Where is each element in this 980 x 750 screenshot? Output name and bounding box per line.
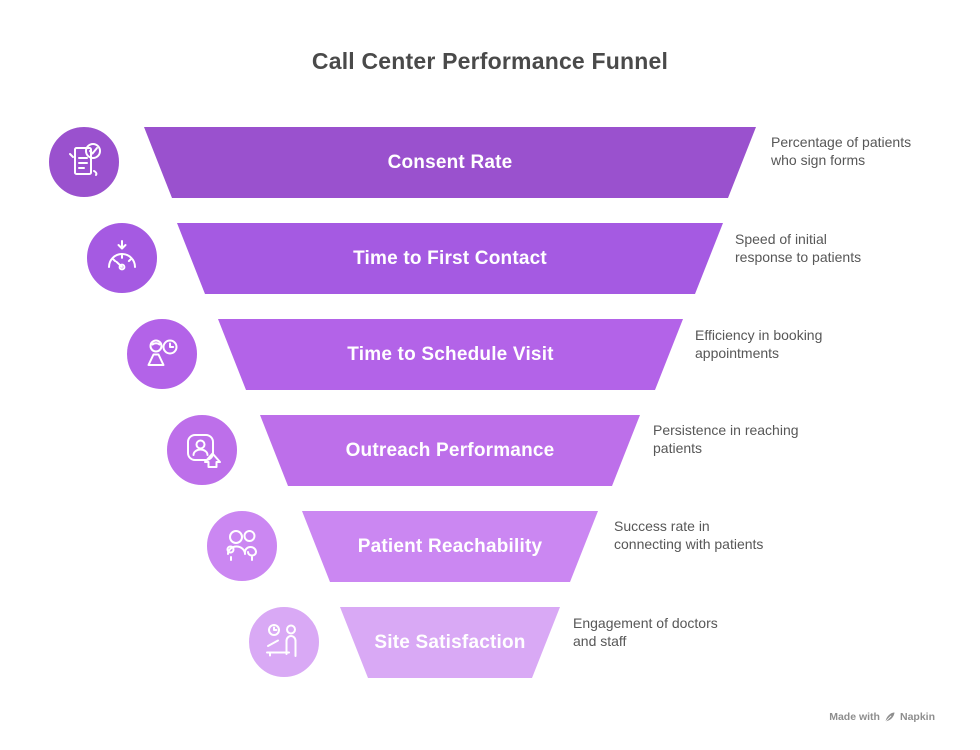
funnel-stage-time-to-schedule-visit: Time to Schedule Visit bbox=[218, 319, 683, 390]
made-with-text: Made with bbox=[829, 711, 880, 723]
stage-label: Site Satisfaction bbox=[374, 631, 526, 653]
funnel-stage-consent-rate: Consent Rate bbox=[144, 127, 756, 198]
funnel-stage-site-satisfaction: Site Satisfaction bbox=[340, 607, 560, 678]
stage-description: Percentage of patients who sign forms bbox=[771, 134, 912, 168]
stage-description: Success rate in connecting with patients bbox=[614, 518, 764, 552]
made-with-napkin-watermark: Made with Napkin bbox=[829, 711, 935, 723]
person-clock-icon bbox=[125, 317, 199, 391]
brand-text: Napkin bbox=[899, 711, 935, 723]
page-title: Call Center Performance Funnel bbox=[311, 48, 669, 74]
funnel-stage-time-to-first-contact: Time to First Contact bbox=[177, 223, 723, 294]
stage-label: Consent Rate bbox=[387, 151, 513, 173]
stage-description: Efficiency in booking appointments bbox=[695, 327, 823, 361]
people-icon bbox=[205, 509, 279, 583]
stage-description: Persistence in reaching patients bbox=[653, 422, 799, 456]
stage-description: Engagement of doctors and staff bbox=[573, 615, 718, 649]
contact-card-arrow-icon bbox=[165, 413, 239, 487]
speedometer-icon bbox=[85, 221, 159, 295]
stage-label: Time to Schedule Visit bbox=[347, 343, 554, 365]
funnel-stage-patient-reachability: Patient Reachability bbox=[302, 511, 598, 582]
office-person-icon bbox=[247, 605, 321, 679]
napkin-quill-icon bbox=[885, 712, 895, 722]
stage-description: Speed of initial response to patients bbox=[735, 231, 862, 265]
stage-label: Time to First Contact bbox=[353, 247, 547, 269]
stage-label: Outreach Performance bbox=[345, 439, 555, 461]
stage-label: Patient Reachability bbox=[357, 535, 543, 557]
consent-document-icon bbox=[47, 125, 121, 199]
funnel-stage-outreach-performance: Outreach Performance bbox=[260, 415, 640, 486]
